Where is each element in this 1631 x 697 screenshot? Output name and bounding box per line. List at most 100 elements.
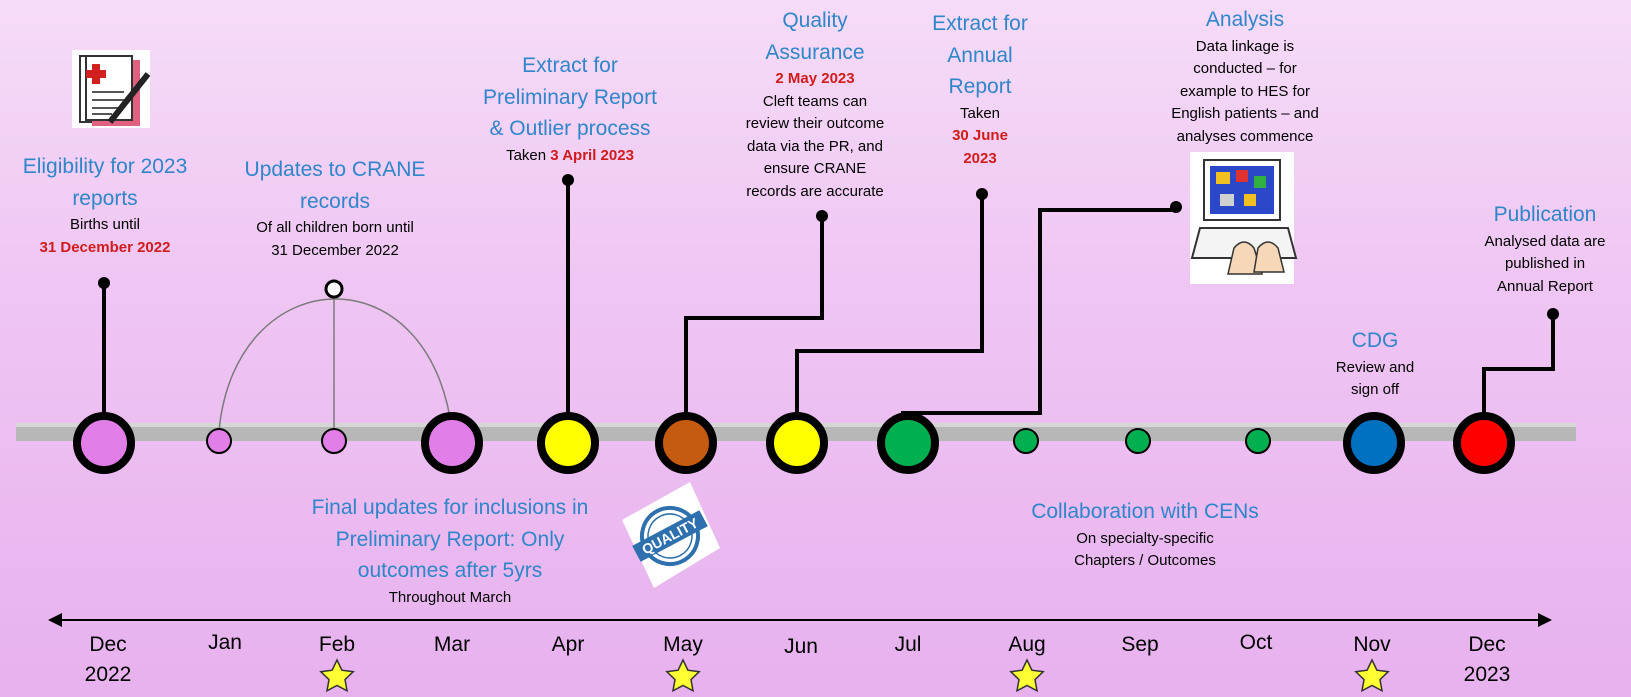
node-dec-2022 [73,412,135,474]
month-year: 2023 [1463,663,1511,687]
extract-ar-title-2: Annual [947,43,1013,67]
updates-title-2: records [299,189,371,213]
publication-title: Publication [1493,203,1597,226]
month-label: Feb [318,633,356,656]
cdg-title: CDG [1351,329,1399,352]
qa-line-3: data via the PR, and [747,137,883,155]
star-aug [1009,658,1045,693]
month-sep: Sep [1090,630,1190,660]
eligibility-label: Eligibility for 2023 reports Births unti… [0,151,210,259]
extract-ar-taken: Taken [959,104,1001,122]
extract-pr-title-2: Preliminary Report [483,85,657,109]
extract-pr-title-1: Extract for [522,54,618,77]
node-dec-2023 [1453,412,1515,474]
month-jan: Jan [175,628,275,658]
node-may [655,412,717,474]
extract-pr-taken-prefix: Taken [506,146,551,164]
month-axis-right-arrow [1538,613,1552,627]
qa-title-1: Quality [782,9,848,32]
star-nov [1354,658,1390,693]
cdg-line-2: sign off [1350,381,1400,398]
star-feb [319,658,355,693]
month-label: Mar [433,633,471,656]
extract-ar-date-2: 2023 [963,149,997,167]
node-mar [421,412,483,474]
eligibility-date: 31 December 2022 [39,238,171,256]
qa-line-4: ensure CRANE [763,160,867,177]
cdg-line-1: Review and [1335,358,1415,376]
qa-label: Quality Assurance 2 May 2023 Cleft teams… [715,5,915,203]
cdg-label: CDG Review and sign off [1300,325,1450,402]
updates-arc [218,298,453,432]
connector-publication [1482,314,1555,431]
connector-analysis-end [1170,201,1182,213]
publication-label: Publication Analysed data are published … [1460,199,1630,298]
connector-june-end [976,188,988,200]
month-label: Oct [1239,631,1273,654]
updates-label: Updates to CRANE records Of all children… [220,154,450,262]
final-updates-line-1: Throughout March [388,588,512,606]
quality-stamp-icon: QUALITY [622,482,720,588]
extract-ar-date-1: 30 June [952,127,1008,144]
qa-title-2: Assurance [765,40,865,64]
updates-title-1: Updates to CRANE [244,158,426,181]
collab-title: Collaboration with CENs [1031,500,1259,523]
final-updates-label: Final updates for inclusions in Prelimin… [280,492,620,609]
month-jul: Jul [858,630,958,660]
qa-date: 2 May 2023 [775,70,855,87]
extract-pr-date: 3 April 2023 [550,146,634,164]
final-updates-title-2: Preliminary Report: Only [335,527,565,551]
collab-line-2: Chapters / Outcomes [1074,552,1216,569]
updates-line-1: Of all children born until [256,219,414,236]
analysis-line-1: Data linkage is [1195,37,1295,55]
month-oct: Oct [1206,628,1306,658]
publication-line-3: Annual Report [1497,277,1593,295]
connector-qa-end [816,210,828,222]
connector-publication-end [1547,308,1559,320]
eligibility-line-1: Births until [69,216,141,233]
month-label: Jan [208,631,242,654]
month-aug: Aug [977,630,1077,660]
analysis-line-3: example to HES for [1179,82,1311,100]
extract-pr-taken: Taken 3 April 2023 [455,145,685,168]
publication-line-2: published in [1504,255,1586,272]
month-year: 2022 [84,663,132,687]
qa-line-1: Cleft teams can [762,92,868,110]
connector-june [795,194,984,431]
extract-ar-label: Extract for Annual Report Taken 30 June … [905,8,1055,170]
month-label: Jul [894,633,922,656]
node-jul [877,412,939,474]
connector-eligibility-end [98,277,110,289]
node-aug [1013,428,1039,454]
updates-line-2: 31 December 2022 [271,241,399,259]
month-apr: Apr [518,630,618,660]
publication-line-1: Analysed data are [1484,232,1606,250]
analysis-title: Analysis [1205,8,1285,31]
qa-line-5: records are accurate [746,182,884,200]
node-sep [1125,428,1151,454]
analysis-line-5: analyses commence [1176,127,1314,145]
qa-line-2: review their outcome [745,115,885,132]
month-mar: Mar [402,630,502,660]
extract-ar-title-1: Extract for [932,12,1028,35]
collab-line-1: On specialty-specific [1076,529,1214,547]
extract-pr-title-3: & Outlier process [489,117,651,140]
month-label: Sep [1121,633,1159,656]
month-label: Nov [1353,633,1391,656]
extract-ar-title-3: Report [948,75,1012,98]
month-nov: Nov [1322,630,1422,660]
analysis-label: Analysis Data linkage is conducted – for… [1130,4,1360,148]
connector-qa [684,216,824,431]
eligibility-title-2: reports [72,186,138,210]
collab-label: Collaboration with CENs On specialty-spe… [1000,496,1290,573]
node-feb [321,428,347,454]
node-jun [766,412,828,474]
final-updates-title-3: outcomes after 5yrs [357,559,543,582]
node-nov [1343,412,1405,474]
document-pen-icon [72,50,151,128]
final-updates-title-1: Final updates for inclusions in [311,496,589,519]
month-jun: Jun [751,632,851,662]
